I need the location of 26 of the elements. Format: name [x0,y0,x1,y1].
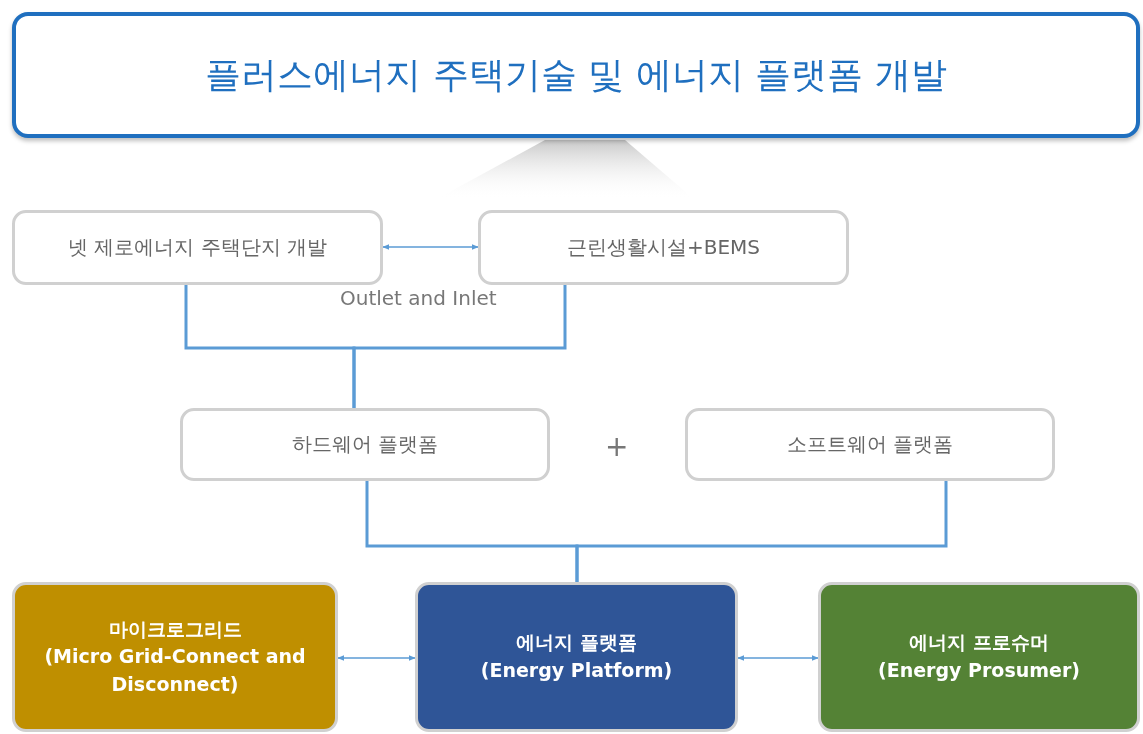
connector-line [352,285,567,408]
box-text: 소프트웨어 플랫폼 [785,431,955,458]
box-text: 근린생활시설+BEMS [565,234,762,261]
connector-line [575,481,948,582]
category-box [818,582,1140,732]
double-arrow [737,655,819,661]
title-box [12,12,1140,138]
category-box [12,582,338,732]
category-box [415,582,738,732]
process-box [180,408,550,481]
box-text: 마이크로그리드 [107,616,243,642]
process-box [685,408,1055,481]
double-arrow [337,655,416,661]
process-box [478,210,849,285]
box-text: (Energy Prosumer) [877,658,1081,683]
box-text: 넷 제로에너지 주택단지 개발 [66,234,329,261]
title-text: 플러스에너지 주택기술 및 에너지 플랫폼 개발 [204,52,948,97]
annotation-label: Outlet and Inlet [340,286,497,310]
box-text: (Energy Platform) [479,658,674,683]
box-text: 에너지 플랫폼 [515,630,638,656]
box-text: 하드웨어 플랫폼 [290,431,440,458]
process-box [12,210,383,285]
box-text: (Micro Grid-Connect and Disconnect) [43,644,307,697]
box-text: 에너지 프로슈머 [908,630,1050,656]
plus-sign: + [605,430,629,463]
double-arrow [382,244,479,250]
